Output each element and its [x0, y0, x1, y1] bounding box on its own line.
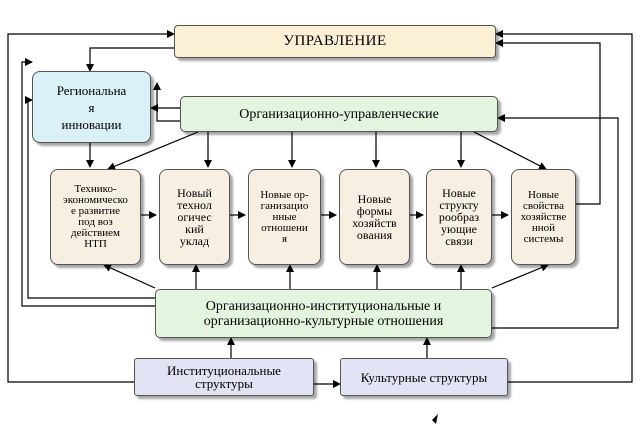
new-economy-forms-box: Новые формы хозяйств ования [339, 169, 410, 265]
connector-orgmgmt-to-properties [473, 131, 547, 170]
regional-innovation-label: Региональна я инновации [56, 82, 127, 132]
cultural-structures-label: Культурные структуры [360, 369, 488, 385]
regional-innovation-box: Региональна я инновации [32, 71, 151, 143]
new-org-relations-label: Новые ор- ганизацио нные отношени я [260, 188, 309, 245]
institutional-structures-box: Институциональные структуры [134, 358, 314, 396]
new-system-properties-box: Новые свойства хозяйстве нной системы [511, 169, 576, 265]
new-structure-links-box: Новые структу рообраз ующие связи [426, 169, 492, 265]
connector-orgmgmt-to-tech [107, 131, 199, 171]
connector-right-outer-loop [495, 30, 633, 383]
connector-orgmgmt-to-management [153, 82, 180, 122]
new-economy-forms-label: Новые формы хозяйств ования [352, 192, 397, 242]
org-management-box: Организационно-управленческие [180, 96, 498, 132]
connector-management-to-regional [86, 47, 176, 72]
tech-economic-label: Технико- экономическо е развитие под воз… [63, 183, 128, 250]
connector-left-inner-loop-2 [25, 96, 155, 299]
institutional-structures-label: Институциональные структуры [167, 363, 281, 391]
cultural-structures-box: Культурные структуры [340, 358, 508, 396]
connector-right-inner-loop [492, 114, 619, 329]
tech-economic-box: Технико- экономическо е развитие под воз… [50, 169, 141, 265]
org-institutional-label: Организационно-институциональные и орган… [203, 298, 444, 329]
new-org-relations-box: Новые ор- ганизацио нные отношени я [248, 169, 321, 265]
new-tech-mode-box: Новый технол огичес кий уклад [159, 169, 230, 265]
new-tech-mode-label: Новый технол огичес кий уклад [177, 186, 212, 248]
org-institutional-box: Организационно-институциональные и орган… [155, 289, 492, 338]
new-system-properties-label: Новые свойства хозяйстве нной системы [520, 188, 567, 245]
connector-left-inner-loop [21, 58, 155, 307]
new-structure-links-label: Новые структу рообраз ующие связи [438, 186, 480, 248]
cursor-arrow-icon [432, 414, 438, 424]
org-management-label: Организационно-управленческие [239, 106, 439, 122]
connector-orginst-to-tech [103, 264, 156, 289]
connector-left-outer-loop [7, 30, 175, 383]
management-label: УПРАВЛЕНИЕ [283, 33, 387, 49]
connector-orginst-to-properties [491, 263, 549, 289]
management-box: УПРАВЛЕНИЕ [174, 25, 496, 58]
connector-properties-to-management [495, 39, 601, 205]
